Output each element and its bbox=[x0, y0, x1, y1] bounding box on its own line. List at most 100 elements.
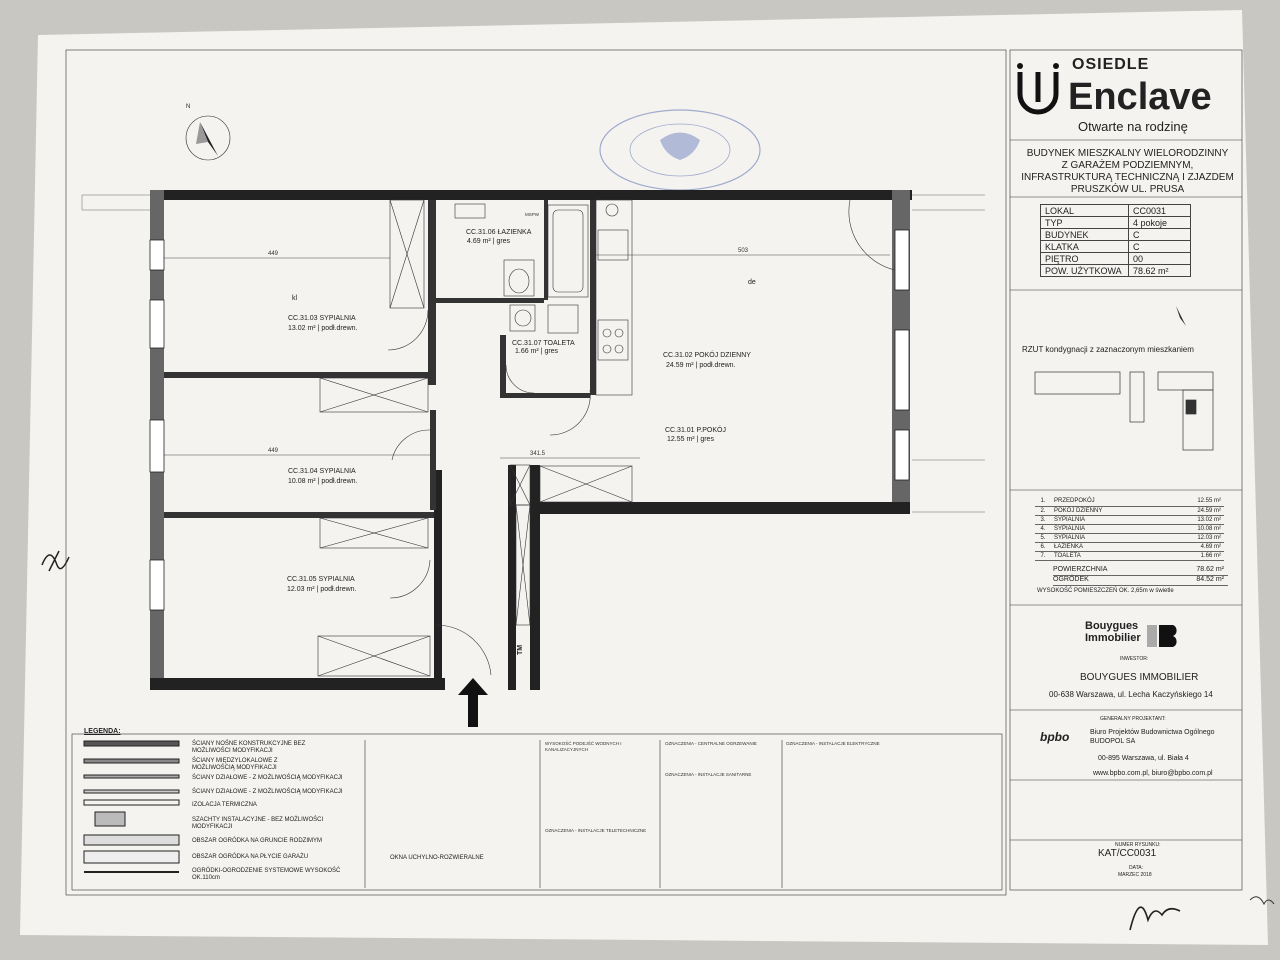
label-tm: TM bbox=[517, 645, 524, 655]
north-arrow-icon: N bbox=[185, 104, 231, 161]
spec-value: C bbox=[1128, 228, 1191, 241]
kitchen-unit bbox=[595, 199, 633, 396]
enclave-logo-icon bbox=[1017, 63, 1059, 115]
entrance-arrow-icon bbox=[458, 678, 488, 727]
bathroom-fixtures bbox=[454, 203, 589, 334]
signature bbox=[1129, 906, 1181, 931]
total-area-value: 78.62 m² bbox=[1196, 566, 1224, 573]
electrical-title: OZNACZENIA - INSTALACJE ELEKTRYCZNE bbox=[786, 741, 880, 746]
investor-label: INWESTOR: bbox=[1120, 656, 1149, 662]
project-line-1: BUDYNEK MIESZKALNY WIELORODZINNY bbox=[1026, 148, 1229, 159]
legend-item: ŚCIANY NOŚNE KONSTRUKCYJNE BEZ MOŻLIWOŚC… bbox=[192, 741, 306, 754]
enclave-logo: OSIEDLE Enclave Otwarte na rodzinę bbox=[1010, 52, 1240, 137]
logo-top-text: OSIEDLE bbox=[1072, 56, 1150, 73]
spec-value: 78.62 m² bbox=[1128, 264, 1191, 277]
legend-item: IZOLACJA TERMICZNA bbox=[192, 802, 257, 808]
drawing-number-label: NUMER RYSUNKU: bbox=[1115, 842, 1161, 848]
dim-3415: 341.5 bbox=[530, 451, 546, 457]
label-bedroom-2: CC.31.04 SYPIALNIA bbox=[288, 468, 356, 475]
investor-name: BOUYGUES IMMOBILIER bbox=[1080, 672, 1199, 683]
sanitary-title: OZNACZENIA - INSTALACJE SANITARNE bbox=[665, 772, 752, 777]
legend-item: OBSZAR OGRÓDKA NA GRUNCIE RODZIMYM bbox=[192, 838, 323, 844]
designer-name: Biuro Projektów Budownictwa Ogólnego BUD… bbox=[1090, 728, 1215, 746]
label-bedroom-3-area: 12.03 m² | podł.drewn. bbox=[287, 586, 357, 593]
label-bedroom-1: CC.31.03 SYPIALNIA bbox=[288, 315, 356, 322]
project-line-4: PRUSZKÓW UL. PRUSA bbox=[1070, 184, 1185, 195]
label-bathroom: CC.31.06 ŁAZIENKA bbox=[466, 229, 532, 236]
legend-title: LEGENDA: bbox=[84, 728, 121, 735]
project-line-3: INFRASTRUKTURĄ TECHNICZNĄ I ZJAZDEM bbox=[1021, 172, 1234, 183]
bouygues-logo: Bouygues Immobilier bbox=[1085, 620, 1141, 644]
title-block-border bbox=[1009, 49, 1243, 891]
signature-2 bbox=[1249, 896, 1275, 906]
designer-label: GENERALNY PROJEKTANT: bbox=[1100, 716, 1166, 722]
label-bedroom-2-area: 10.08 m² | podł.drewn. bbox=[288, 478, 358, 485]
total-area-label: POWIERZCHNIA bbox=[1053, 566, 1108, 573]
doors bbox=[387, 199, 896, 676]
designer-line-2: BUDOPOL SA bbox=[1090, 738, 1136, 745]
date-label: DATA: bbox=[1129, 865, 1143, 871]
legend-item: ŚCIANY DZIAŁOWE - Z MOŻLIWOŚCIĄ MODYFIKA… bbox=[192, 775, 343, 781]
bouygues-line-1: Bouygues bbox=[1085, 620, 1139, 632]
spec-label: LOKAL bbox=[1040, 204, 1129, 217]
garden-hatch-left bbox=[81, 194, 150, 211]
spec-value: C bbox=[1128, 240, 1191, 253]
investor-address: 00-638 Warszawa, ul. Lecha Kaczyńskiego … bbox=[1049, 690, 1213, 699]
handwritten-mark bbox=[41, 550, 70, 572]
label-bedroom-1-area: 13.02 m² | podł.drewn. bbox=[288, 325, 358, 332]
interior-walls bbox=[164, 200, 596, 518]
drawing-border bbox=[65, 49, 1007, 896]
legend-item: ŚCIANY DZIAŁOWE - Z MOŻLIWOŚCIĄ MODYFIKA… bbox=[192, 789, 343, 795]
logo-subtitle: Otwarte na rodzinę bbox=[1078, 119, 1188, 134]
garden-area-label: OGRÓDEK bbox=[1053, 576, 1089, 583]
label-living-room: CC.31.02 POKÓJ DZIENNY bbox=[663, 350, 751, 359]
spec-label: TYP bbox=[1040, 216, 1129, 229]
spec-value: CC0031 bbox=[1128, 204, 1191, 217]
compass-small-icon bbox=[1176, 306, 1186, 326]
window-legend-label: OKNA UCHYLNO-ROZWIERALNE bbox=[390, 855, 484, 861]
legend-item: SZACHTY INSTALACYJNE - BEZ MOŻLIWOŚCI MO… bbox=[192, 817, 324, 830]
label-de: de bbox=[748, 279, 756, 286]
dimension-lines bbox=[164, 254, 890, 459]
label-bathroom-area: 4.69 m² | gres bbox=[467, 238, 511, 245]
spec-label: POW. UŻYTKOWA bbox=[1040, 264, 1129, 277]
water-heights-title: WYSOKOŚĆ PODEJŚĆ WODNYCH I KANALIZACYJNY… bbox=[545, 741, 622, 752]
spec-value: 4 pokoje bbox=[1128, 216, 1191, 229]
total-area-row: POWIERZCHNIA 78.62 m² bbox=[1053, 566, 1228, 576]
label-hall-area: 12.55 m² | gres bbox=[667, 436, 714, 443]
garden-hatch-right bbox=[912, 194, 985, 513]
bouygues-line-2: Immobilier bbox=[1085, 632, 1141, 644]
label-toilet: CC.31.07 TOALETA bbox=[512, 340, 575, 347]
spec-value: 00 bbox=[1128, 252, 1191, 265]
label-hall: CC.31.01 P.POKÓJ bbox=[665, 425, 726, 434]
label-mspw: MSPW bbox=[525, 212, 540, 217]
legend-swatches bbox=[83, 740, 180, 873]
area-totals: POWIERZCHNIA 78.62 m² OGRÓDEK 84.52 m² bbox=[1053, 566, 1228, 586]
bouygues-logo-icon bbox=[1147, 625, 1177, 647]
label-bedroom-3: CC.31.05 SYPIALNIA bbox=[287, 576, 355, 583]
dim-449-b: 449 bbox=[268, 448, 279, 454]
wardrobes bbox=[317, 199, 633, 677]
garden-area-row: OGRÓDEK 84.52 m² bbox=[1053, 576, 1228, 586]
label-living-room-area: 24.59 m² | podł.drewn. bbox=[666, 362, 736, 369]
drawing-number: KAT/CC0031 bbox=[1098, 848, 1157, 859]
garden-area-value: 84.52 m² bbox=[1196, 576, 1224, 583]
windows bbox=[149, 229, 910, 611]
project-line-2: Z GARAŻEM PODZIEMNYM, bbox=[1061, 160, 1194, 171]
paper-sheet bbox=[20, 10, 1268, 945]
dim-449: 449 bbox=[268, 251, 279, 257]
